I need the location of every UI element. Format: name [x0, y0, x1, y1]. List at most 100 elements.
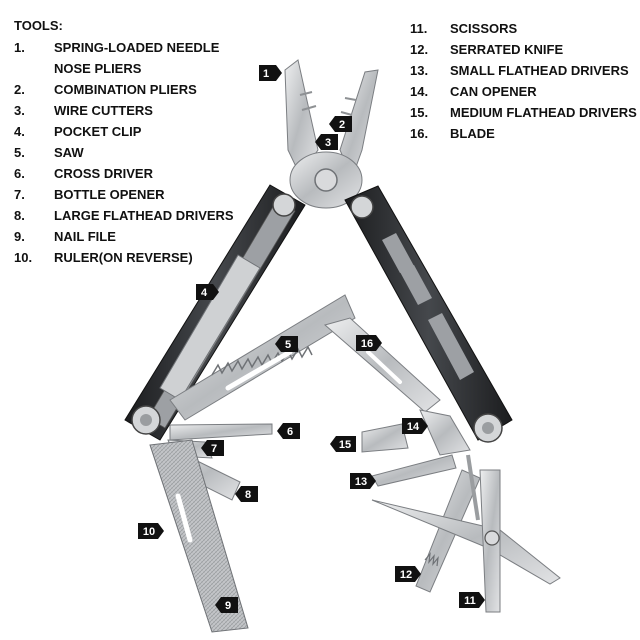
legend-text: SCISSORS	[450, 21, 518, 36]
legend-item: 7. BOTTLE OPENER	[14, 184, 234, 205]
saw-slot	[225, 349, 293, 391]
legend-item: 13.SMALL FLATHEAD DRIVERS	[410, 60, 637, 81]
legend-item: 12. SERRATED KNIFE	[410, 39, 637, 60]
callout-8-label: 8	[245, 489, 251, 501]
legend-num: 13.	[410, 63, 429, 78]
legend-num: 15.	[410, 105, 429, 120]
legend-num: 6.	[14, 166, 25, 181]
legend-text: CAN OPENER	[450, 84, 537, 99]
legend-item: 4. POCKET CLIP	[14, 121, 234, 142]
legend-item: 10. RULER(ON REVERSE)	[14, 247, 234, 268]
callout-10: 10	[138, 523, 164, 539]
legend-text: MEDIUM FLATHEAD DRIVERS	[450, 105, 637, 120]
legend-text: SPRING-LOADED NEEDLE	[54, 40, 220, 55]
callout-7: 7	[201, 440, 224, 456]
callout-4-label: 4	[201, 287, 208, 299]
callout-5: 5	[275, 336, 298, 352]
saw-teeth	[211, 345, 313, 376]
callout-15: 15	[330, 436, 356, 452]
callout-7-label: 7	[211, 443, 217, 455]
legend-text: BOTTLE OPENER	[54, 187, 165, 202]
legend-item: 3. WIRE CUTTERS	[14, 100, 234, 121]
callout-3-label: 3	[325, 137, 331, 149]
callout-9: 9	[215, 597, 238, 613]
pivot-screw	[314, 168, 338, 192]
callout-10-label: 10	[143, 526, 155, 538]
callout-11: 11	[459, 592, 485, 608]
legend-text: SAW	[54, 145, 84, 160]
right-handle-window-3	[428, 313, 474, 380]
legend-title: TOOLS:	[14, 18, 63, 33]
legend-item: 15. MEDIUM FLATHEAD DRIVERS	[410, 102, 637, 123]
legend-text: NAIL FILE	[54, 229, 116, 244]
legend-item: 16. BLADE	[410, 123, 637, 144]
legend-num: 8.	[14, 208, 25, 223]
callout-11-label: 11	[464, 595, 476, 607]
legend-item: 5. SAW	[14, 142, 234, 163]
right-handle-screw-top	[350, 195, 374, 219]
legend-continuation: NOSE PLIERS	[54, 61, 142, 76]
right-handle-window-1	[382, 233, 414, 273]
scissors-blade-long	[371, 499, 561, 585]
callout-9-label: 9	[225, 600, 231, 612]
callout-8: 8	[235, 486, 258, 502]
scissors-spring	[466, 454, 480, 521]
file-slot	[175, 493, 193, 543]
callout-16: 16	[356, 335, 382, 351]
legend-text: COMBINATION PLIERS	[54, 82, 197, 97]
left-handle-screw-top	[272, 193, 296, 217]
callout-13: 13	[350, 473, 376, 489]
legend-item: 14.CAN OPENER	[410, 81, 637, 102]
legend-num: 5.	[14, 145, 25, 160]
tools-legend-right: 11. SCISSORS 12. SERRATED KNIFE 13.SMALL F…	[410, 18, 637, 144]
legend-num: 11.	[410, 21, 428, 36]
legend-num: 9.	[14, 229, 25, 244]
saw-blade	[169, 294, 356, 421]
medium-flathead-driver	[361, 423, 409, 453]
left-handle-screw-bottom-inner	[140, 414, 152, 426]
callout-12: 12	[395, 566, 421, 582]
legend-text: RULER(ON REVERSE)	[54, 250, 193, 265]
legend-item: 6. CROSS DRIVER	[14, 163, 234, 184]
cross-driver	[169, 423, 273, 441]
callout-3: 3	[315, 134, 338, 150]
legend-item: 9. NAIL FILE	[14, 226, 234, 247]
serration	[424, 552, 439, 567]
callout-16-label: 16	[361, 338, 373, 350]
legend-text: POCKET CLIP	[54, 124, 142, 139]
callout-1-label: 1	[263, 68, 269, 80]
legend-num: 2.	[14, 82, 25, 97]
can-opener	[419, 409, 471, 456]
legend-num: 12.	[410, 42, 429, 57]
callout-14-label: 14	[407, 421, 420, 433]
legend-text: WIRE CUTTERS	[54, 103, 153, 118]
legend-num: 4.	[14, 124, 25, 139]
jaw-ridges	[299, 91, 357, 116]
legend-text: SERRATED KNIFE	[450, 42, 564, 57]
callout-12-label: 12	[400, 569, 412, 581]
blade-slot	[366, 350, 402, 384]
legend-num: 7.	[14, 187, 25, 202]
tools-legend-left: TOOLS: 1. SPRING-LOADED NEEDLE NOSE PLIER…	[14, 18, 234, 268]
legend-text: LARGE FLATHEAD DRIVERS	[54, 208, 234, 223]
scissors-pivot	[484, 530, 500, 546]
legend-item: 2. COMBINATION PLIERS	[14, 79, 234, 100]
legend-text: BLADE	[450, 126, 495, 141]
legend-item: 8. LARGE FLATHEAD DRIVERS	[14, 205, 234, 226]
legend-item: 11. SCISSORS	[410, 18, 637, 39]
legend-num: 10.	[14, 250, 33, 265]
legend-num: 1.	[14, 40, 25, 55]
legend-num: 3.	[14, 103, 25, 118]
callout-4: 4	[196, 284, 219, 300]
callout-2-label: 2	[339, 119, 345, 131]
callout-2: 2	[329, 116, 352, 132]
legend-item: 1. SPRING-LOADED NEEDLE	[14, 37, 234, 58]
callout-6: 6	[277, 423, 300, 439]
legend-num: 16.	[410, 126, 429, 141]
right-handle	[344, 185, 513, 441]
callout-6-label: 6	[287, 426, 293, 438]
small-flathead-driver	[371, 454, 457, 487]
right-handle-window-2	[400, 265, 432, 305]
legend-text: CROSS DRIVER	[54, 166, 153, 181]
